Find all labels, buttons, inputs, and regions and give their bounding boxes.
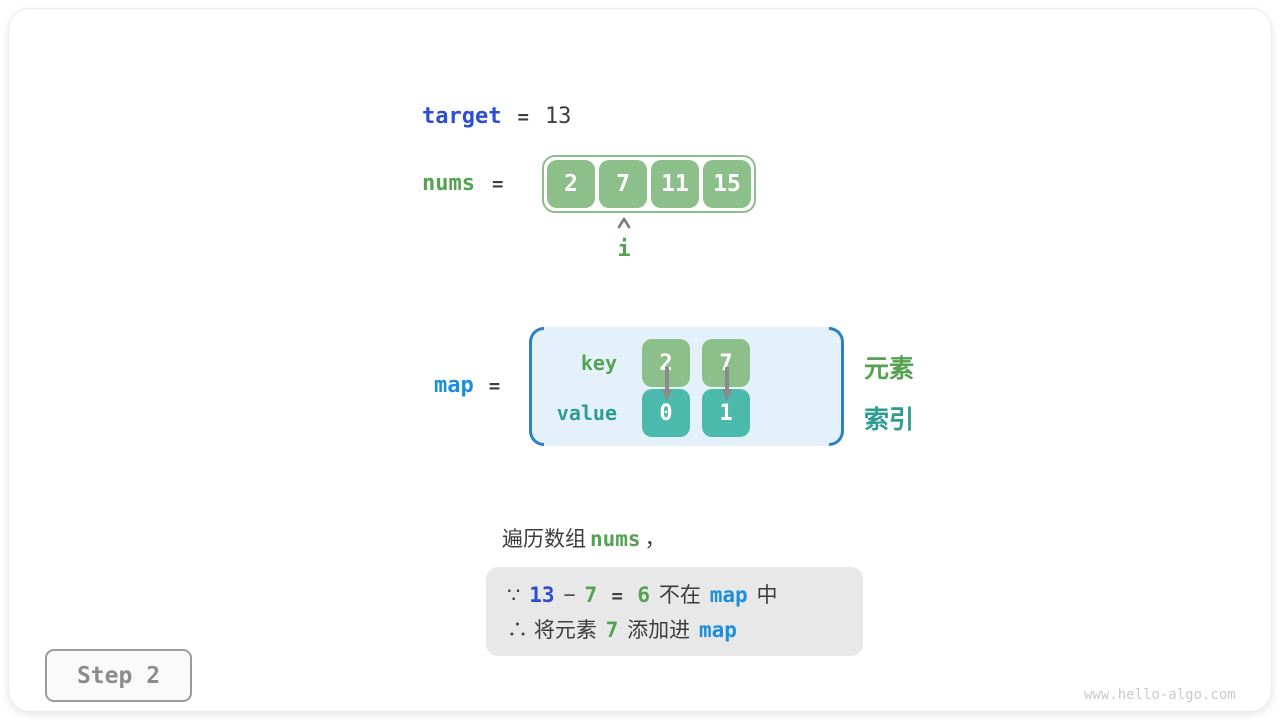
- text-segment: 添加进: [621, 619, 696, 642]
- text-segment: nums: [590, 527, 641, 551]
- text-segment: 6: [637, 583, 651, 607]
- nums-line: nums =: [422, 171, 503, 196]
- map-left-bracket-icon: [529, 327, 544, 446]
- map-value-cell: 0: [642, 389, 690, 437]
- key-value-arrow-icon: [722, 367, 732, 401]
- equals-sign: =: [491, 172, 504, 195]
- text-segment: ∴ 将元素: [507, 619, 603, 642]
- key-row-label: key: [580, 351, 617, 375]
- index-label: i: [617, 237, 631, 262]
- reasoning-line-2: ∴ 将元素 7 添加进 map: [507, 613, 842, 648]
- text-segment: 遍历数组: [502, 528, 586, 551]
- text-segment: ∵: [507, 584, 527, 607]
- text-segment: −: [557, 584, 582, 607]
- text-segment: 13: [529, 583, 555, 607]
- text-segment: =: [600, 585, 635, 607]
- text-segment: map: [709, 583, 748, 607]
- text-segment: 7: [584, 583, 598, 607]
- array-cell: 15: [703, 160, 751, 208]
- reasoning-line-1: ∵ 13 − 7 = 6 不在 map 中: [507, 578, 842, 613]
- step-chip: Step 2: [45, 649, 192, 702]
- nums-label: nums: [422, 171, 475, 196]
- map-value-cell: 1: [702, 389, 750, 437]
- equals-sign: =: [488, 375, 501, 397]
- map-right-bracket-icon: [829, 327, 844, 446]
- text-segment: 中: [750, 584, 778, 607]
- target-label: target: [422, 104, 502, 129]
- text-segment: 不在: [653, 584, 707, 607]
- target-value: 13: [544, 104, 572, 129]
- index-side-label: 索引: [864, 406, 915, 434]
- map-label: map: [434, 373, 474, 398]
- map-line: map =: [434, 373, 500, 398]
- text-segment: 7: [605, 618, 619, 642]
- key-value-arrow-icon: [662, 367, 672, 401]
- reasoning-box: ∵ 13 − 7 = 6 不在 map 中 ∴ 将元素 7 添加进 map: [486, 567, 863, 656]
- step-label: Step 2: [76, 662, 161, 689]
- element-side-label: 元素: [864, 355, 915, 383]
- array-cell: 2: [547, 160, 595, 208]
- array-cell: 11: [651, 160, 699, 208]
- text-segment: ，: [644, 528, 666, 551]
- index-pointer-icon: [617, 217, 631, 229]
- equals-sign: =: [517, 106, 529, 128]
- watermark: www.hello-algo.com: [1084, 687, 1236, 703]
- text-segment: map: [699, 618, 737, 642]
- array-cell: 7: [599, 160, 647, 208]
- value-row-label: value: [556, 401, 617, 425]
- target-line: target = 13: [422, 104, 571, 129]
